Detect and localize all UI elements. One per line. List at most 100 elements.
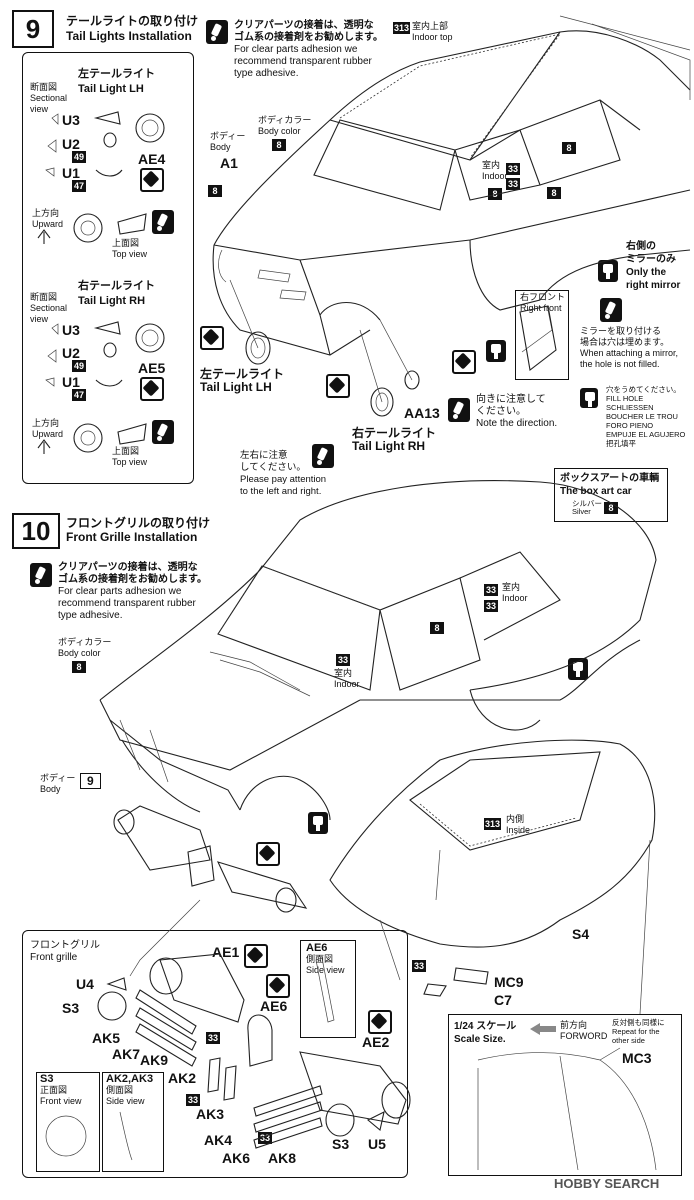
scale-size-title: 1/24 スケール Scale Size.: [454, 1021, 517, 1045]
step-10-title-en: Front Grille Installation: [66, 530, 198, 544]
paint-47-rh: 47: [72, 389, 86, 401]
glue-icon: [448, 398, 470, 422]
tail-light-rh-label: 右テールライト Tail Light RH: [352, 426, 437, 453]
rh-upward-label: 上方向 Upward: [32, 418, 64, 439]
left-right-note: 左右に注意 してください。 Please pay attention to th…: [240, 450, 327, 497]
step-9-tail-light-panel: [22, 52, 194, 484]
step-10-body-color-label: ボディカラー Body color: [58, 637, 112, 658]
indoor-label: 室内 Indoor: [334, 668, 360, 689]
lh-top-view-label: 上面図 Top view: [112, 238, 148, 259]
part-ae5: AE5: [138, 360, 166, 376]
paint-47-lh: 47: [72, 180, 86, 192]
inside-label: 内側 Inside: [506, 814, 531, 835]
s3-front-view-label: S3 正面図 Front view: [40, 1073, 82, 1107]
forward-arrow-icon: [530, 1023, 540, 1035]
body-label: ボディー Body: [210, 131, 246, 152]
paint-33-indoor-1: 33: [506, 163, 520, 175]
glue-icon: [152, 420, 174, 444]
lh-section-label: 断面図 Sectional view: [30, 82, 68, 114]
mirror-attach-note: ミラーを取り付ける 場合は穴は埋めます。 When attaching a mi…: [580, 326, 679, 369]
paint-8-step10-body: 8: [72, 661, 86, 673]
glue-icon: [30, 563, 52, 587]
paint-313-inside: 313: [484, 818, 502, 830]
paint-8-step10-door: 8: [430, 622, 444, 634]
part-u1-lh: U1: [62, 165, 80, 181]
assembly-icon: [140, 377, 164, 401]
paint-8-side: 8: [208, 185, 222, 197]
glue-icon: [152, 210, 174, 234]
part-ae6: AE6: [260, 998, 288, 1014]
part-ak8: AK8: [268, 1150, 297, 1166]
s3-front-view-inset: [36, 1072, 100, 1172]
part-a1: A1: [220, 155, 238, 171]
tail-light-lh-label: 左テールライト Tail Light LH: [200, 367, 285, 394]
lh-upward-label: 上方向 Upward: [32, 208, 64, 229]
paint-8-sill: 8: [547, 187, 561, 199]
rh-title-jp: 右テールライト: [78, 280, 155, 292]
step-10-title-jp: フロントグリルの取り付け: [66, 516, 211, 530]
part-u5: U5: [368, 1136, 386, 1152]
step-9-title-en: Tail Lights Installation: [66, 29, 192, 43]
part-ae1: AE1: [212, 944, 240, 960]
part-ak3: AK3: [196, 1106, 225, 1122]
part-9-body: 9: [80, 773, 101, 789]
assembly-icon: [326, 374, 350, 398]
roof-indoor-top-label: 室内上部 Indoor top: [412, 21, 453, 42]
part-u2-lh: U2: [62, 136, 80, 152]
step-10-note: クリアパーツの接着は、透明な ゴム系の接着剤をお勧めします。 For clear…: [58, 562, 207, 621]
part-aa13: AA13: [404, 405, 440, 421]
box-art-color: シルバー Silver: [572, 499, 602, 516]
rh-top-view-label: 上面図 Top view: [112, 446, 148, 467]
step-10-number: 10: [12, 513, 60, 549]
part-ae4: AE4: [138, 151, 166, 167]
lh-title-jp: 左テールライト: [78, 68, 155, 80]
paint-33-step10-b: 33: [484, 600, 498, 612]
assembly-icon: [256, 842, 280, 866]
glue-icon: [312, 444, 334, 468]
box-art-title: ボックスアートの車輌 The box art car: [560, 473, 660, 497]
assembly-icon: [266, 974, 290, 998]
scale-size-panel: [448, 1014, 682, 1176]
step-9-number: 9: [12, 10, 54, 48]
paint-313-roof: 313: [393, 22, 411, 34]
part-ak7: AK7: [112, 1046, 141, 1062]
part-u4: U4: [76, 976, 94, 992]
glue-icon: [600, 298, 622, 322]
ak2-ak3-side-view-label: AK2,AK3 側面図 Side view: [106, 1073, 154, 1107]
part-s3-right: S3: [332, 1136, 350, 1152]
paint-33-grille-b: 33: [186, 1094, 200, 1106]
direction-note: 向きに注意して ください。 Note the direction.: [476, 394, 558, 429]
assembly-icon: [200, 326, 224, 350]
part-ak4: AK4: [204, 1132, 233, 1148]
glue-icon: [206, 20, 228, 44]
step-9-note: クリアパーツの接着は、透明な ゴム系の接着剤をお勧めします。 For clear…: [234, 20, 383, 79]
part-ak2: AK2: [168, 1070, 197, 1086]
part-mc3: MC3: [622, 1050, 652, 1066]
assembly-icon: [140, 168, 164, 192]
ak2-ak3-side-view-inset: [102, 1072, 164, 1172]
repeat-other-side-note: 反対側も同様に Repeat for the other side: [612, 1018, 665, 1045]
rh-section-label: 断面図 Sectional view: [30, 292, 68, 324]
paint-8-body: 8: [272, 139, 286, 151]
body-color-label: ボディカラー Body color: [258, 115, 312, 136]
part-u3-rh: U3: [62, 322, 80, 338]
part-u1-rh: U1: [62, 374, 80, 390]
fill-hole-legend: 穴をうめてください。 FILL HOLE SCHLIESSEN BOUCHER …: [606, 385, 686, 448]
part-u3-lh: U3: [62, 112, 80, 128]
part-s3: S3: [62, 1000, 80, 1016]
paint-33-step10-dash: 33: [336, 654, 350, 666]
paint-8-door: 8: [488, 188, 502, 200]
step-10-body-label: ボディー Body: [40, 773, 76, 794]
paint-33-c7: 33: [412, 960, 426, 972]
drill-icon: [308, 812, 328, 834]
indoor-label: 室内 Indoor: [482, 160, 508, 181]
drill-icon: [486, 340, 506, 362]
front-grille-title: フロントグリル Front grille: [30, 940, 100, 963]
paint-33-indoor-2: 33: [506, 178, 520, 190]
part-s4: S4: [572, 926, 590, 942]
paint-8-window: 8: [562, 142, 576, 154]
part-u2-rh: U2: [62, 345, 80, 361]
paint-49-lh: 49: [72, 151, 86, 163]
part-ak5: AK5: [92, 1030, 121, 1046]
